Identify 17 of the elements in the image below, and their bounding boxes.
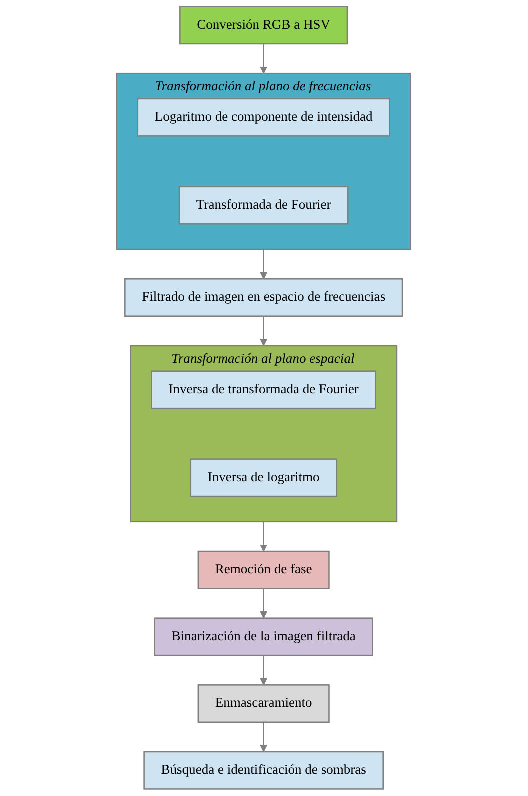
arrow xyxy=(260,250,268,280)
arrow xyxy=(260,316,268,346)
node-box: Conversión RGB a HSV xyxy=(180,6,348,45)
arrow xyxy=(260,656,268,686)
node-box: Remoción de fase xyxy=(198,550,330,590)
node-box: Inversa de logaritmo xyxy=(190,458,338,498)
arrow xyxy=(260,588,268,619)
node-box: Logaritmo de componente de intensidad xyxy=(137,98,391,137)
node-box: Búsqueda e identificación de sombras xyxy=(144,751,384,790)
arrow xyxy=(260,722,268,752)
node-box: Transformada de Fourier xyxy=(179,186,349,225)
node-box: Inversa de transformada de Fourier xyxy=(151,370,377,410)
arrow xyxy=(260,44,268,74)
node-box: Binarización de la imagen filtrada xyxy=(154,618,374,656)
node-box: Filtrado de imagen en espacio de frecuencias xyxy=(124,278,404,317)
node-box: Enmascaramiento xyxy=(198,684,330,724)
arrow xyxy=(260,522,268,552)
